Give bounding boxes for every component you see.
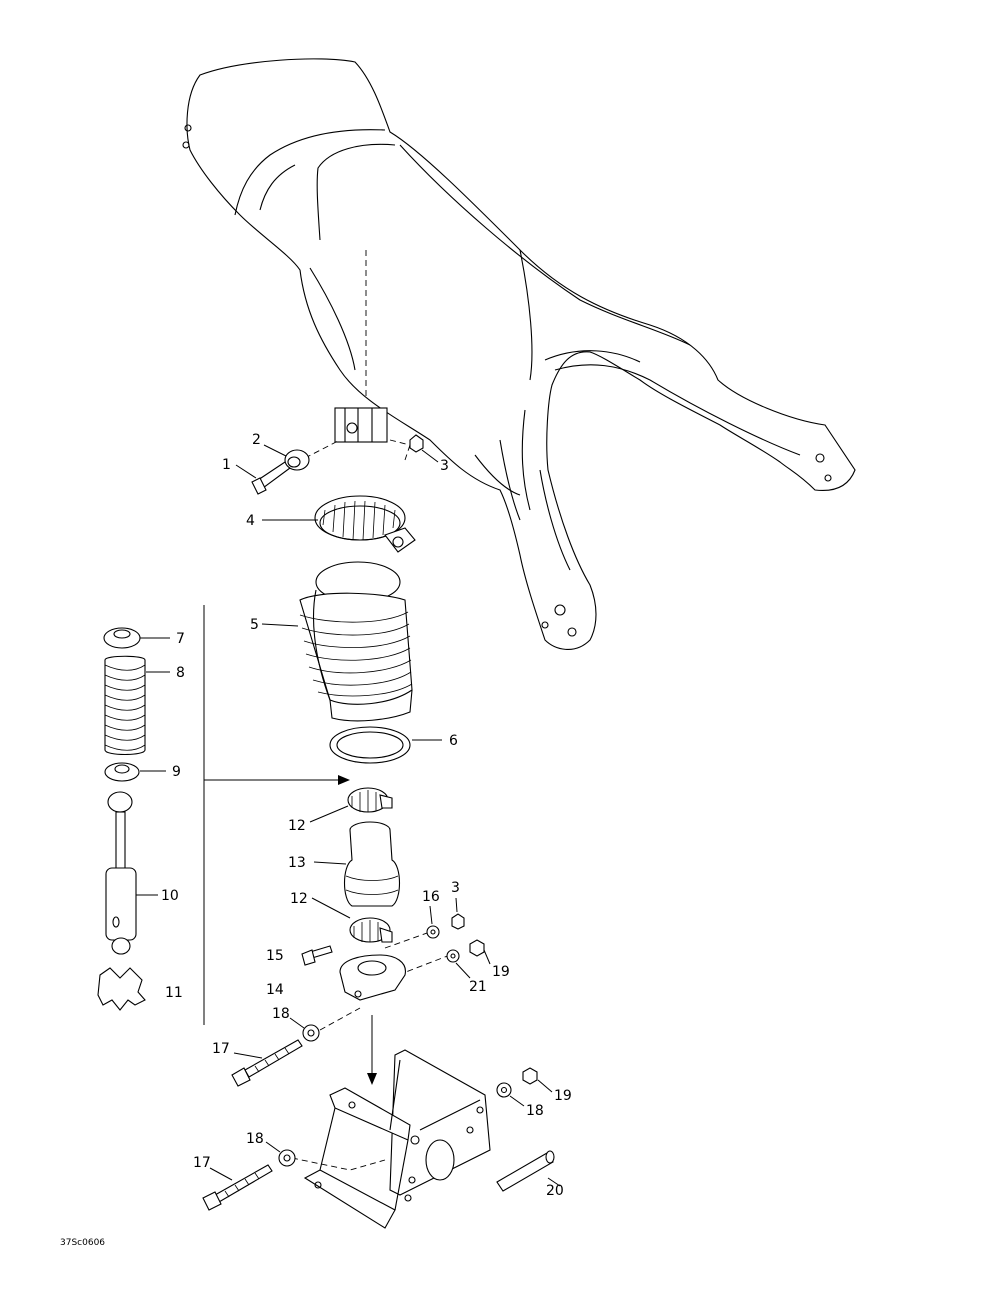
part-12-clamp-upper: [347, 787, 393, 813]
part-17-bolt-upper: [231, 1039, 303, 1087]
callout-17-lower: 17: [193, 1155, 211, 1171]
part-19-nut-lower: [522, 1067, 538, 1085]
callout-15: 15: [266, 948, 284, 964]
callout-8: 8: [176, 665, 185, 681]
part-21-washer: [446, 949, 460, 963]
callout-12-upper: 12: [288, 818, 306, 834]
part-18-washer-right: [496, 1082, 512, 1098]
callout-14: 14: [266, 982, 284, 998]
seat-assembly: [182, 58, 856, 650]
part-16-washer: [426, 925, 440, 939]
part-7-spring-seat: [103, 627, 141, 649]
part-14-lower-mount: [339, 954, 406, 1001]
callout-10: 10: [161, 888, 179, 904]
part-5-bellows: [299, 561, 413, 722]
part-19-nut-upper: [469, 939, 485, 957]
part-12-clamp-lower: [349, 917, 393, 943]
drawing-code: 37Sc0606: [60, 1238, 105, 1248]
part-1-bolt: [251, 461, 291, 495]
callout-18-right: 18: [526, 1103, 544, 1119]
callout-21: 21: [469, 979, 487, 995]
grouping-bracket: [203, 605, 350, 1025]
part-10-shock-absorber: [105, 791, 137, 955]
arrow-to-bracket: [367, 1015, 377, 1085]
callout-6: 6: [449, 733, 458, 749]
part-9-spring-seat: [104, 762, 140, 782]
callout-20: 20: [546, 1183, 564, 1199]
part-18-washer-lower: [278, 1149, 296, 1167]
leader-lines: [136, 444, 561, 1187]
part-17-bolt-lower: [202, 1164, 273, 1211]
callout-17-upper: 17: [212, 1041, 230, 1057]
part-15-bolt: [301, 945, 333, 966]
part-20-pin: [496, 1150, 555, 1192]
callout-numbers: 1 2 3 4 5 6 7 8 9 10 11 12 13 12 16 3 15…: [161, 432, 572, 1199]
callout-3: 3: [440, 458, 449, 474]
callout-19-upper: 19: [492, 964, 510, 980]
part-4-clamp: [314, 495, 416, 553]
callout-18-upper: 18: [272, 1006, 290, 1022]
part-18-washer-upper: [302, 1024, 320, 1042]
callout-4: 4: [246, 513, 255, 529]
callout-9: 9: [172, 764, 181, 780]
part-3-nut-top: [409, 434, 424, 453]
callout-3-lower: 3: [451, 880, 460, 896]
callout-1: 1: [222, 457, 231, 473]
assembly-guide-lines: [291, 250, 451, 1171]
part-2-bushing: [284, 449, 310, 471]
support-bracket: [303, 1049, 491, 1229]
callout-5: 5: [250, 617, 259, 633]
callout-2: 2: [252, 432, 261, 448]
callout-7: 7: [176, 631, 185, 647]
callout-11: 11: [165, 985, 183, 1001]
callout-13: 13: [288, 855, 306, 871]
callout-19-lower: 19: [554, 1088, 572, 1104]
callout-18-lower: 18: [246, 1131, 264, 1147]
part-13-boot: [343, 821, 401, 907]
part-11-adjuster: [97, 967, 146, 1011]
callout-12-lower: 12: [290, 891, 308, 907]
callout-16: 16: [422, 889, 440, 905]
part-8-spring: [104, 655, 146, 756]
part-3-nut-lower: [451, 913, 465, 930]
part-6-ring: [329, 726, 411, 764]
